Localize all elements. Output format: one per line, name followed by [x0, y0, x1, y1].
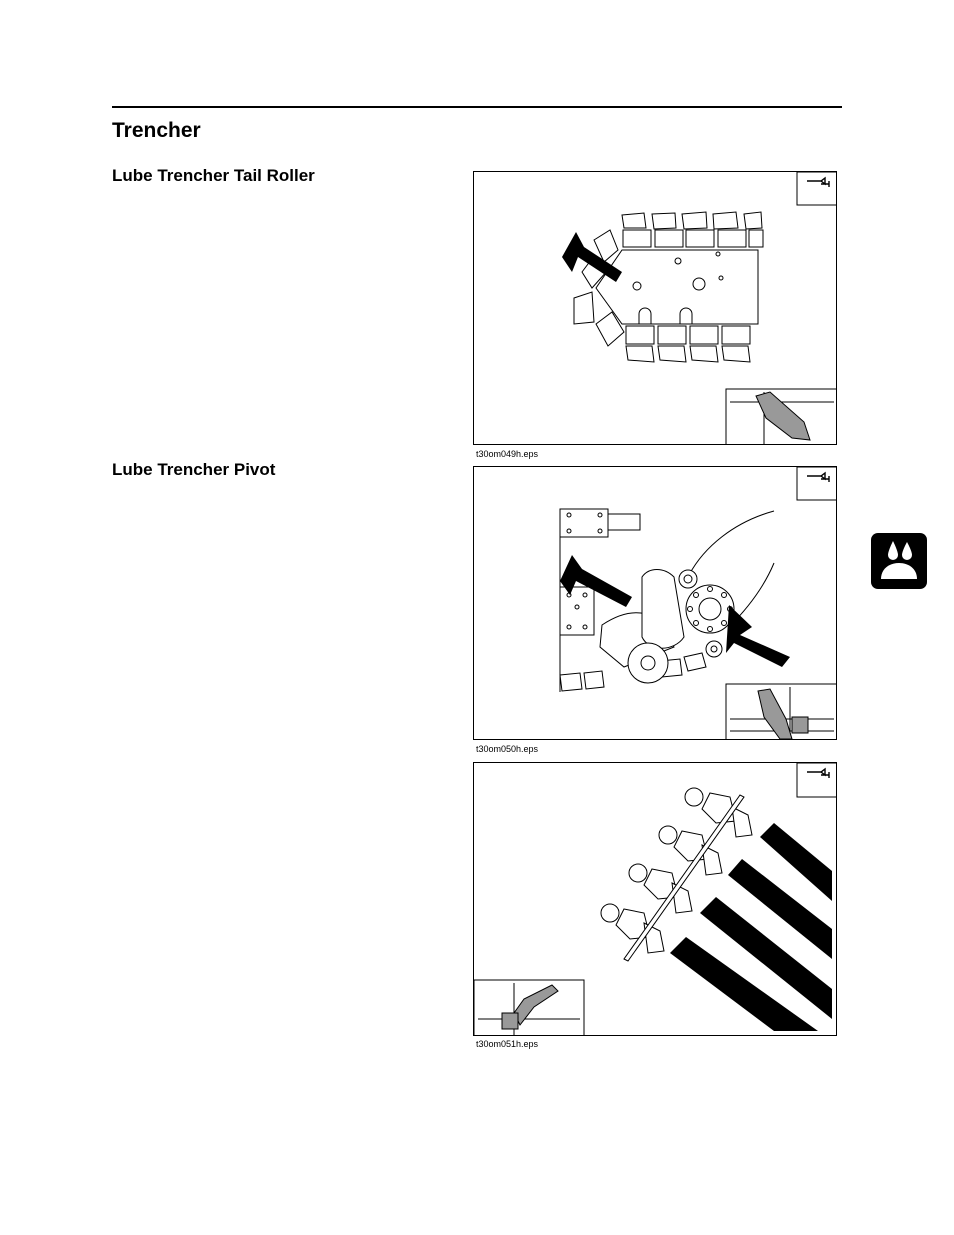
grease-gun-icon: [796, 172, 836, 206]
section-title-tail-roller: Lube Trencher Tail Roller: [112, 166, 315, 185]
pointer-arrow: [562, 232, 622, 282]
pivot-illustration: [559, 467, 836, 739]
header-rule: [112, 106, 842, 108]
figure-caption: t30om049h.eps: [476, 449, 539, 459]
figure-tail-roller: [473, 171, 837, 445]
figure-caption: t30om051h.eps: [476, 1039, 539, 1049]
figure-caption: t30om050h.eps: [476, 744, 539, 754]
tail-roller-illustration: [562, 172, 836, 444]
grease-gun-icon: [796, 763, 836, 798]
location-inset: [474, 979, 585, 1035]
location-inset: [725, 683, 836, 739]
pointer-arrow-right: [726, 605, 790, 667]
page-title: Trencher: [112, 119, 201, 142]
lubrication-icon: [881, 541, 917, 579]
lubrication-section-tab: [871, 533, 927, 589]
figure-pivot: [473, 466, 837, 740]
grease-fittings-illustration: [474, 763, 836, 1035]
section-title-pivot: Lube Trencher Pivot: [112, 460, 276, 479]
location-inset: [725, 388, 836, 444]
pointer-arrow-left: [560, 555, 632, 607]
grease-gun-icon: [796, 467, 836, 501]
figure-grease-fittings: [473, 762, 837, 1036]
